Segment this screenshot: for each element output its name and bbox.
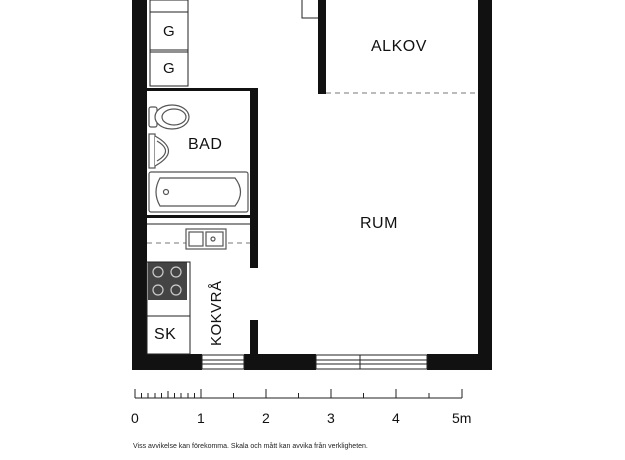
room-label-sk: SK — [154, 326, 177, 343]
wall-bottom-left — [132, 354, 202, 370]
wall-right — [478, 0, 492, 370]
stove — [148, 262, 187, 300]
room-label-bad: BAD — [188, 136, 223, 153]
kitchen-sink — [185, 228, 227, 250]
room-label-rum: RUM — [360, 215, 398, 232]
room-label-alkov: ALKOV — [371, 38, 427, 55]
wall-bad-right-lower — [250, 320, 258, 354]
wall-bad-top — [147, 88, 250, 91]
wall-bottom-mid — [244, 354, 316, 370]
closet-label-top: G — [163, 23, 175, 40]
kitchen-counter — [146, 261, 191, 355]
scale-bar — [134, 389, 463, 399]
scale-tick-4: 4 — [392, 410, 400, 426]
bathtub — [148, 171, 249, 213]
scale-tick-0: 0 — [131, 410, 139, 426]
closet-label-bottom: G — [163, 60, 175, 77]
wall-bad-right — [250, 88, 258, 268]
closet-g — [149, 0, 189, 87]
scale-tick-5m: 5m — [452, 410, 472, 426]
wall-bottom-right — [427, 354, 492, 370]
scale-tick-3: 3 — [327, 410, 335, 426]
wall-left — [132, 0, 147, 370]
wall-bad-bottom — [147, 215, 250, 218]
toilet — [148, 104, 190, 130]
scale-tick-2: 2 — [262, 410, 270, 426]
door-top — [301, 0, 318, 19]
bathroom-sink — [148, 133, 170, 169]
scale-tick-1: 1 — [197, 410, 205, 426]
disclaimer: Viss avvikelse kan förekomma. Skala och … — [133, 443, 368, 450]
window-bottom-small — [201, 354, 245, 370]
room-label-kokvra: KOKVRÅ — [208, 280, 225, 346]
window-bottom-large — [315, 354, 428, 370]
wall-alkov-left — [318, 0, 326, 94]
